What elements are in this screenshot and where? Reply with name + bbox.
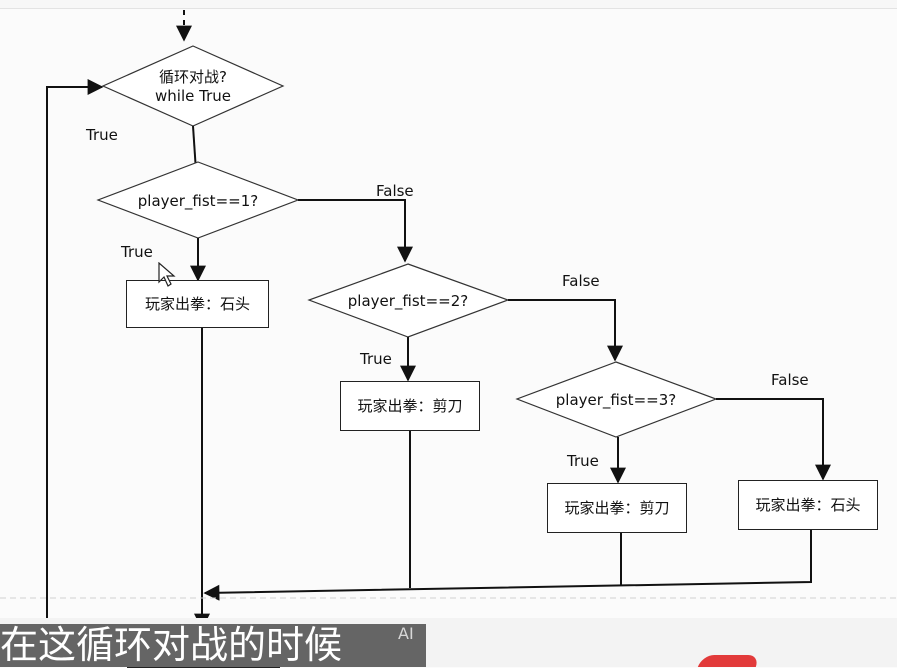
loop-decision-text: 循环对战? while True xyxy=(123,64,263,110)
ai-badge: AI xyxy=(398,624,414,643)
box-player-scissors-1[interactable]: 玩家出拳：剪刀 xyxy=(340,381,480,431)
label-d1-false: False xyxy=(376,182,414,200)
label-d3-true: True xyxy=(567,452,599,470)
label-loop-true: True xyxy=(86,126,118,144)
box-player-rock-2[interactable]: 玩家出拳：石头 xyxy=(738,480,878,530)
red-logo-mark xyxy=(697,655,761,667)
edge-d3-false xyxy=(716,398,831,481)
box-player-rock-1[interactable]: 玩家出拳：石头 xyxy=(126,280,269,328)
mouse-cursor-icon xyxy=(158,262,176,287)
edge-d2-false xyxy=(508,299,623,362)
edge-d1-false xyxy=(298,199,413,263)
box-player-scissors-2[interactable]: 玩家出拳：剪刀 xyxy=(547,483,687,533)
decision-2-text: player_fist==2? xyxy=(347,291,469,310)
label-d3-false: False xyxy=(771,371,809,389)
label-d1-true: True xyxy=(121,243,153,261)
decision-1-text: player_fist==1? xyxy=(137,191,259,210)
loop-decision-line2: while True xyxy=(155,87,231,105)
loop-decision-line1: 循环对战? xyxy=(159,68,227,87)
decision-3-text: player_fist==3? xyxy=(555,390,677,409)
top-toolbar-strip xyxy=(0,0,897,9)
edge-box4-down xyxy=(203,530,812,601)
edge-loop-back xyxy=(46,79,104,625)
label-d2-false: False xyxy=(562,272,600,290)
label-d2-true: True xyxy=(360,350,392,368)
decision-3-diamond[interactable] xyxy=(515,361,718,438)
video-subtitle: 在这循环对战的时候 xyxy=(0,624,426,667)
